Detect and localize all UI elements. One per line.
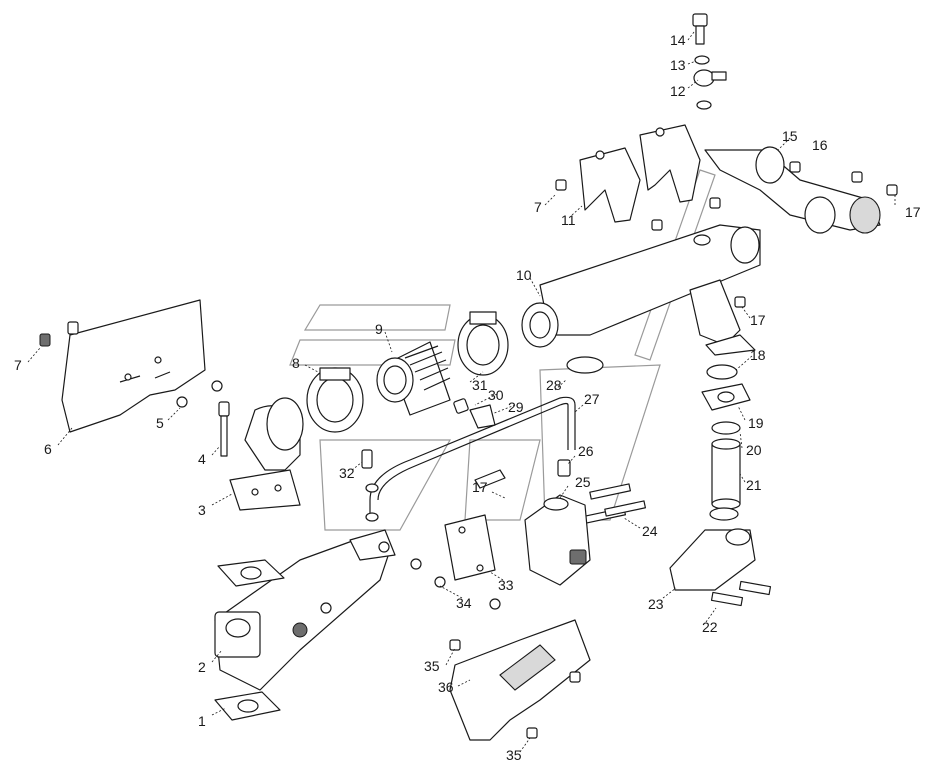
- leader-lines: [27, 31, 896, 753]
- callout-9: 9: [375, 321, 383, 337]
- callout-34: 34: [456, 595, 472, 611]
- plate-33: [444, 514, 496, 581]
- watermark-logo: [289, 169, 716, 531]
- callout-13: 13: [670, 57, 686, 73]
- callout-32: 32: [339, 465, 355, 481]
- callout-17-top: 17: [905, 204, 921, 220]
- callout-21: 21: [746, 477, 762, 493]
- elbow-23: [669, 507, 756, 591]
- callout-2: 2: [198, 659, 206, 675]
- callout-35-upper: 35: [424, 658, 440, 674]
- callout-12: 12: [670, 83, 686, 99]
- bolt-17: [734, 296, 746, 308]
- callout-18: 18: [750, 347, 766, 363]
- callout-16: 16: [812, 137, 828, 153]
- banjo-12: [693, 69, 727, 110]
- gasket-28: [566, 356, 604, 374]
- clamp-8: [306, 367, 364, 433]
- callout-30: 30: [488, 387, 504, 403]
- callout-20: 20: [746, 442, 762, 458]
- brackets-11: [579, 124, 701, 223]
- bolt-7-left: [39, 321, 79, 347]
- callout-7-left: 7: [14, 357, 22, 373]
- callout-labels: 1 2 3 4 5 6 7 7 8 9 10 11 12 13 14 15 16…: [14, 32, 921, 763]
- callout-11: 11: [561, 212, 576, 228]
- callout-23: 23: [648, 596, 664, 612]
- bolt-7-right: [555, 179, 721, 231]
- clip-30: [453, 398, 469, 414]
- fitting-32: [361, 449, 379, 522]
- gasket-18: [706, 364, 738, 380]
- callout-7-right: 7: [534, 199, 542, 215]
- washer-5: [176, 380, 223, 408]
- gasket-upper: [217, 559, 285, 587]
- callout-24: 24: [642, 523, 658, 539]
- fitting-26: [557, 459, 571, 477]
- bolt-4: [218, 401, 230, 457]
- bolts-22: [710, 580, 772, 607]
- elbow-pipe-3: [229, 397, 304, 511]
- exhaust-brake-2: [214, 529, 396, 691]
- callout-25: 25: [575, 474, 591, 490]
- o-ring-20: [711, 421, 741, 435]
- sleeve-21: [711, 438, 741, 510]
- flange-19: [701, 383, 751, 411]
- callout-10: 10: [516, 267, 532, 283]
- callout-5: 5: [156, 415, 164, 431]
- callout-22: 22: [702, 619, 718, 635]
- bellows-9: [376, 341, 451, 416]
- callout-8: 8: [292, 355, 300, 371]
- callout-3: 3: [198, 502, 206, 518]
- gasket-1: [214, 691, 281, 721]
- callout-17-mid: 17: [750, 312, 766, 328]
- heat-shield-36: [449, 619, 591, 741]
- banjo-bolt-14: [692, 13, 708, 45]
- callout-28: 28: [546, 377, 562, 393]
- callout-26: 26: [578, 443, 594, 459]
- bolts-24: [584, 483, 646, 524]
- callout-36: 36: [438, 679, 454, 695]
- callout-17-low: 17: [472, 479, 488, 495]
- callout-35-lower: 35: [506, 747, 522, 763]
- callout-29: 29: [508, 399, 524, 415]
- callout-33: 33: [498, 577, 514, 593]
- egr-cooler-10: [521, 224, 761, 356]
- outlet-pipe-15: [704, 146, 898, 234]
- callout-15: 15: [782, 128, 798, 144]
- callout-4: 4: [198, 451, 206, 467]
- egr-valve-25: [524, 494, 591, 586]
- callout-14: 14: [670, 32, 686, 48]
- callout-31: 31: [472, 377, 488, 393]
- callout-19: 19: [748, 415, 764, 431]
- callout-27: 27: [584, 391, 600, 407]
- callout-6: 6: [44, 441, 52, 457]
- heat-shield-part: [61, 299, 206, 433]
- clip-29: [469, 404, 496, 429]
- nuts-34: [410, 558, 501, 610]
- callout-1: 1: [198, 713, 206, 729]
- clamp-31: [457, 311, 509, 376]
- washer-13: [694, 55, 710, 65]
- bolts-35: [449, 639, 581, 739]
